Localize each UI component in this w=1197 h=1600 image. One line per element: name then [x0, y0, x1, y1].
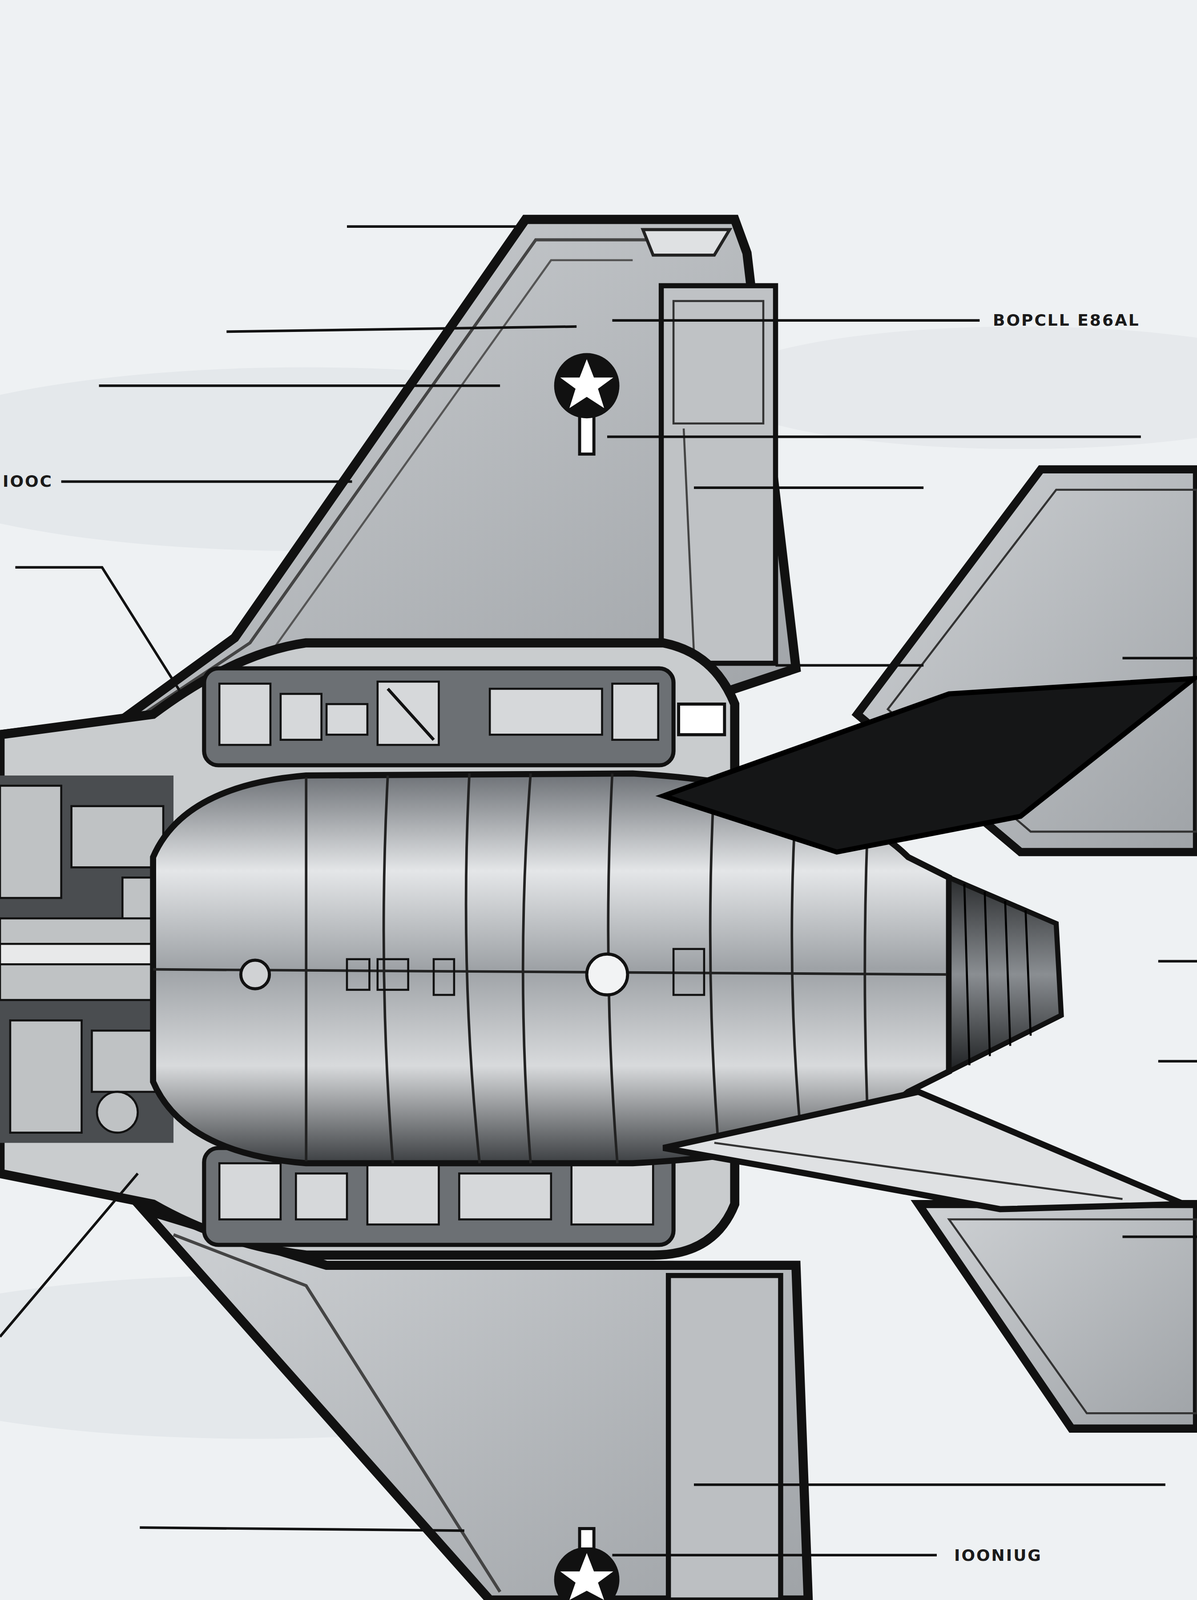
part-label: IOONIUG: [954, 1546, 1043, 1564]
part-label: BOPCLL E86AL: [992, 311, 1141, 330]
part-label: IOOC: [2, 472, 53, 491]
